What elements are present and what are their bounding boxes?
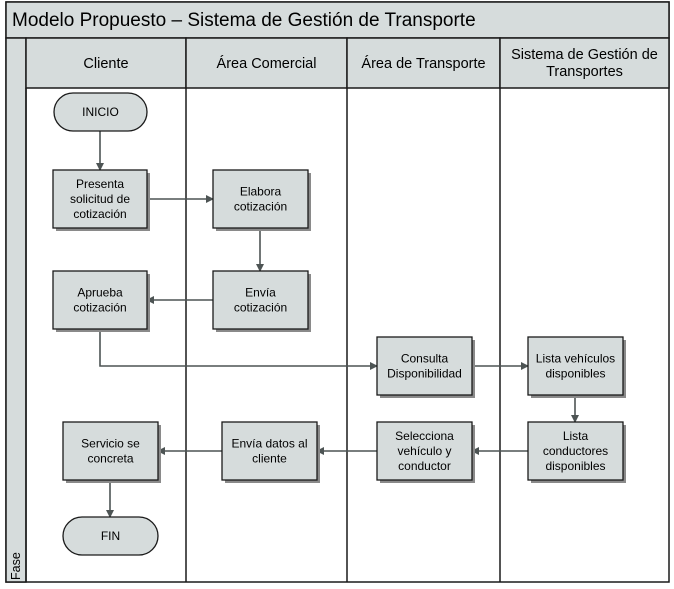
diagram-title: Modelo Propuesto – Sistema de Gestión de… [12,10,476,31]
lane-header-cliente [25,37,187,89]
node-fin: FIN [62,516,159,556]
lane-label-transporte: Área de Transporte [361,55,485,72]
title-bar [5,1,670,39]
node-label-fin: FIN [101,529,120,543]
phase-label: Fase [9,552,23,580]
node-label-inicio: INICIO [82,105,119,119]
lane-label-comercial: Área Comercial [217,55,317,72]
edge-aprueba-to-consulta [99,329,378,370]
lane-header-sistema [499,37,670,89]
lane-label-cliente: Cliente [83,56,128,72]
phase-column [5,37,27,583]
node-inicio: INICIO [53,92,148,132]
